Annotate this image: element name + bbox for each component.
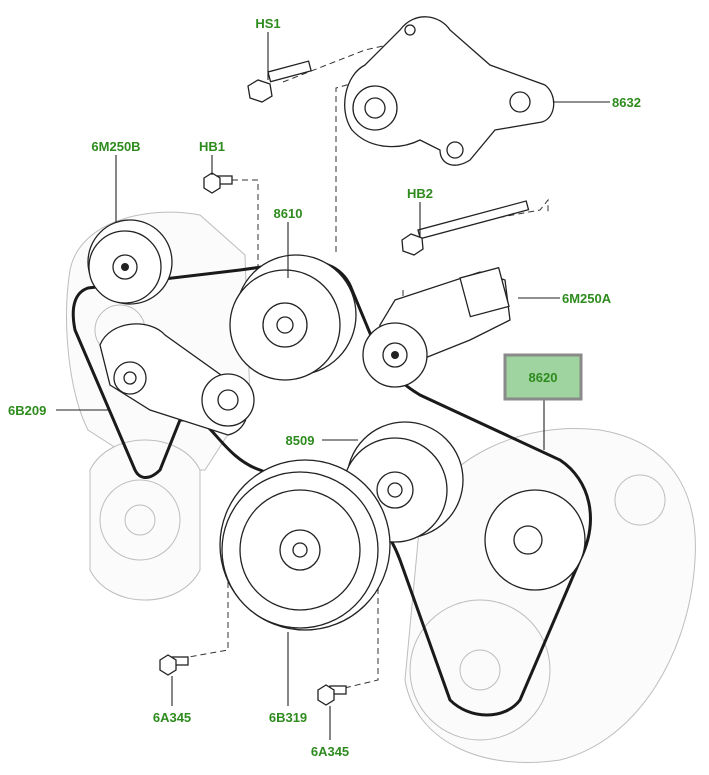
bolt-hb2 [401, 200, 530, 256]
label-6m250b: 6M250B [91, 139, 140, 154]
label-8632: 8632 [612, 95, 641, 110]
label-6b209: 6B209 [8, 403, 46, 418]
pulley-8610 [229, 254, 357, 381]
label-8620: 8620 [529, 370, 558, 385]
highlight-box-8620 [503, 353, 583, 401]
label-8509: 8509 [286, 433, 315, 448]
tensioner-6m250a [362, 266, 511, 388]
crankshaft-pulley-6b319 [219, 459, 391, 631]
pump-body-left [89, 439, 201, 601]
tensioner-arm-6b209 [99, 323, 255, 436]
crank-right-assembly-line [335, 548, 379, 691]
bolt-6a345-bottom [317, 684, 347, 706]
crank-left-assembly-line [171, 582, 229, 661]
pulley-compressor [484, 489, 586, 591]
bolt-6a345-left [159, 654, 189, 676]
label-6m250a: 6M250A [562, 291, 612, 306]
label-6a345-left: 6A345 [153, 710, 191, 725]
hb1-assembly-line [232, 179, 259, 302]
label-hb2: HB2 [407, 186, 433, 201]
pulley-6m250b [87, 219, 173, 305]
label-8610: 8610 [274, 206, 303, 221]
bracket-8632 [344, 16, 555, 166]
label-6a345-bottom: 6A345 [311, 744, 349, 759]
bolt-hb1 [203, 172, 233, 194]
label-6b319: 6B319 [269, 710, 307, 725]
label-hs1: HS1 [255, 16, 280, 31]
bolt-hs1 [247, 60, 312, 103]
label-hb1: HB1 [199, 139, 225, 154]
